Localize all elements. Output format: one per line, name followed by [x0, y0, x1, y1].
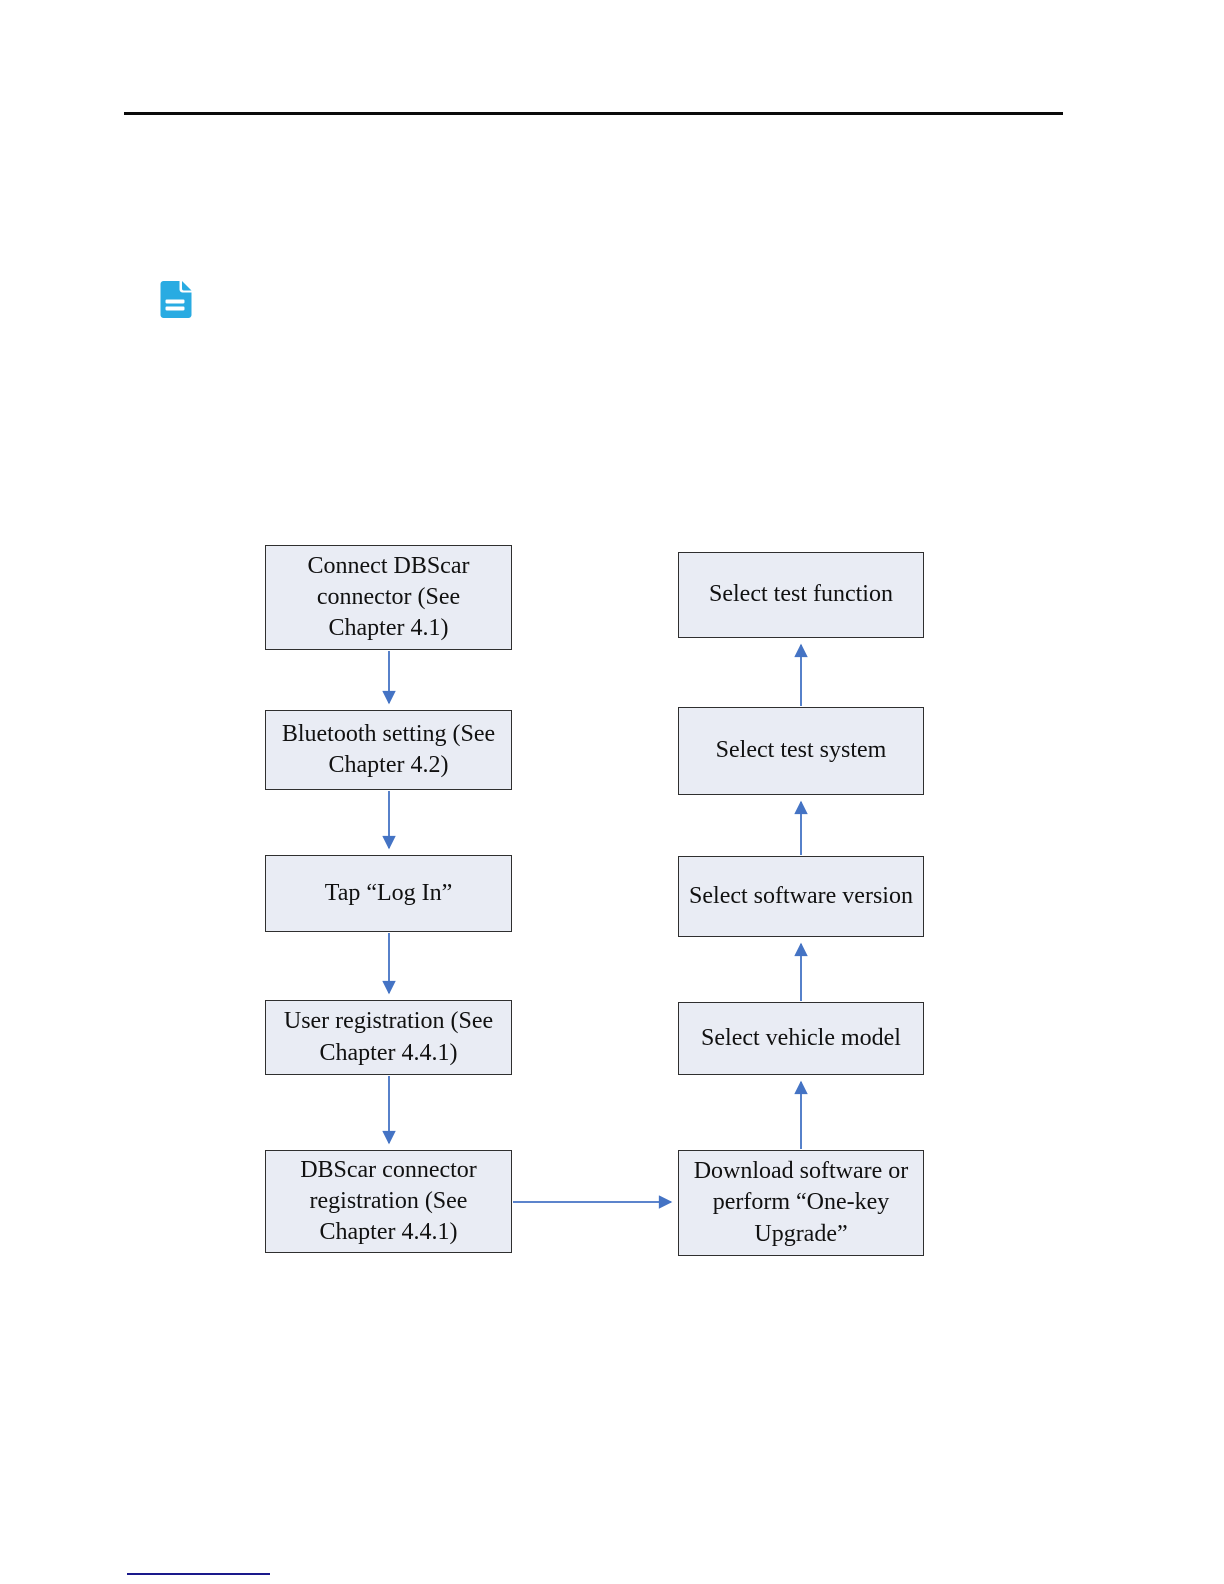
flow-node-bluetooth-setting: Bluetooth setting (See Chapter 4.2): [265, 710, 512, 790]
flow-node-label: Connect DBScar connector (See Chapter 4.…: [307, 552, 470, 642]
flow-node-label: Select test function: [709, 581, 893, 608]
flow-node-user-registration: User registration (See Chapter 4.4.1): [265, 1000, 512, 1075]
flow-node-label: User registration (See Chapter 4.4.1): [283, 1008, 494, 1066]
footnote-rule: [127, 1573, 270, 1575]
flow-node-label: Tap “Log In”: [324, 879, 453, 906]
flow-node-select-test-function: Select test function: [678, 552, 924, 638]
flow-node-label: DBScar connector registration (See Chapt…: [300, 1156, 477, 1246]
flow-node-label: Select test system: [715, 737, 887, 764]
flow-node-select-vehicle-model: Select vehicle model: [678, 1002, 924, 1075]
flow-node-select-test-system: Select test system: [678, 707, 924, 795]
flow-node-download-software: Download software or perform “One-key Up…: [678, 1150, 924, 1256]
flow-node-label: Download software or perform “One-key Up…: [693, 1158, 909, 1247]
flow-node-label: Select vehicle model: [701, 1024, 901, 1051]
flow-node-label: Bluetooth setting (See Chapter 4.2): [281, 720, 496, 778]
flow-node-select-software-version: Select software version: [678, 856, 924, 937]
flow-node-connect-dbscar-connector: Connect DBScar connector (See Chapter 4.…: [265, 545, 512, 650]
header-rule: [124, 112, 1063, 115]
flow-node-tap-log-in: Tap “Log In”: [265, 855, 512, 932]
flow-node-label: Select software version: [689, 882, 913, 909]
note-document-icon: [160, 281, 192, 318]
flow-node-dbscar-connector-registration: DBScar connector registration (See Chapt…: [265, 1150, 512, 1253]
